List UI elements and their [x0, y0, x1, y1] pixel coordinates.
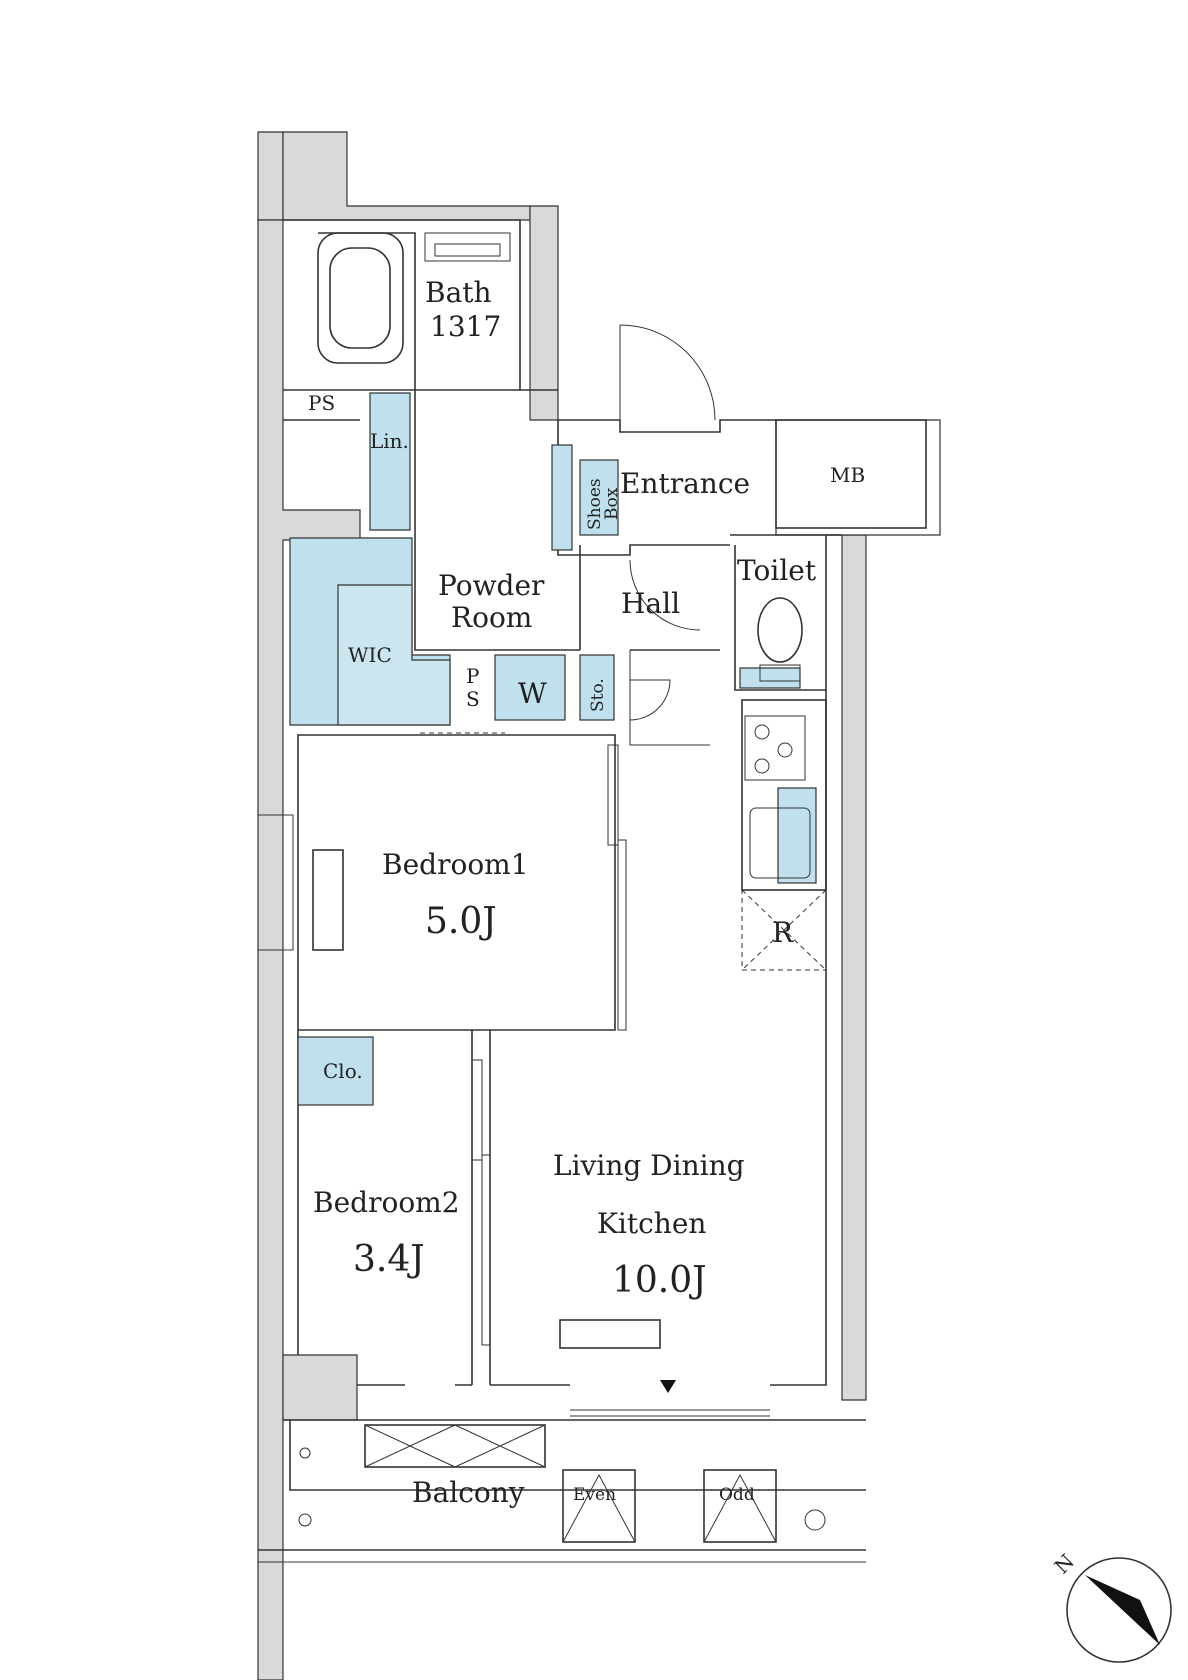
bath-size: 1317 — [430, 310, 501, 343]
toilet-label: Toilet — [737, 554, 817, 587]
doors — [420, 324, 716, 746]
ac-unit-bedroom1 — [312, 849, 344, 951]
linen-label: Lin. — [370, 429, 409, 453]
powder-room-label-2: Room — [451, 601, 532, 634]
compass-label: N — [1050, 1549, 1079, 1578]
balcony-area — [258, 1419, 866, 1563]
entrance-marker-icon — [660, 1380, 676, 1393]
even-label: Even — [573, 1485, 616, 1505]
mb-label: MB — [830, 463, 865, 487]
box-label: Box — [602, 487, 622, 520]
bedroom2-label: Bedroom2 — [313, 1186, 460, 1219]
bedroom1-label: Bedroom1 — [382, 848, 529, 881]
ldk-area: 10.0J — [612, 1260, 707, 1301]
bedroom2-area: 3.4J — [353, 1239, 425, 1280]
wic-label: WIC — [348, 643, 392, 667]
ps-mid-label-2: S — [466, 687, 480, 711]
hall-label: Hall — [621, 587, 680, 620]
powder-room-label-1: Powder — [438, 569, 545, 602]
bath-label: Bath — [425, 276, 492, 309]
shoes-label: Shoes — [585, 478, 605, 530]
structural-walls — [257, 131, 941, 1680]
balcony-label: Balcony — [412, 1476, 525, 1509]
sliding-doors — [257, 744, 627, 1346]
ps-mid-label-1: P — [466, 664, 479, 688]
compass-needle-icon — [1085, 1575, 1160, 1645]
closet-label: Clo. — [323, 1059, 363, 1083]
ac-unit-ldk — [559, 1319, 661, 1349]
odd-label: Odd — [719, 1485, 755, 1505]
north-compass: N — [1050, 1549, 1172, 1663]
ps-label: PS — [308, 391, 335, 415]
bathtub — [317, 232, 511, 364]
storage-areas — [289, 392, 817, 1106]
mb-box — [775, 419, 927, 529]
refrigerator-label: R — [772, 916, 794, 949]
entrance-label: Entrance — [620, 467, 750, 500]
washer-label: W — [518, 677, 547, 710]
storage-label: Sto. — [588, 678, 608, 712]
bedroom1-area: 5.0J — [425, 901, 497, 942]
ldk-label-2: Kitchen — [597, 1207, 706, 1240]
room-outlines — [283, 219, 842, 1417]
ldk-label-1: Living Dining — [553, 1149, 745, 1182]
toilet-fixture — [757, 597, 803, 682]
kitchen-counter — [741, 699, 827, 971]
